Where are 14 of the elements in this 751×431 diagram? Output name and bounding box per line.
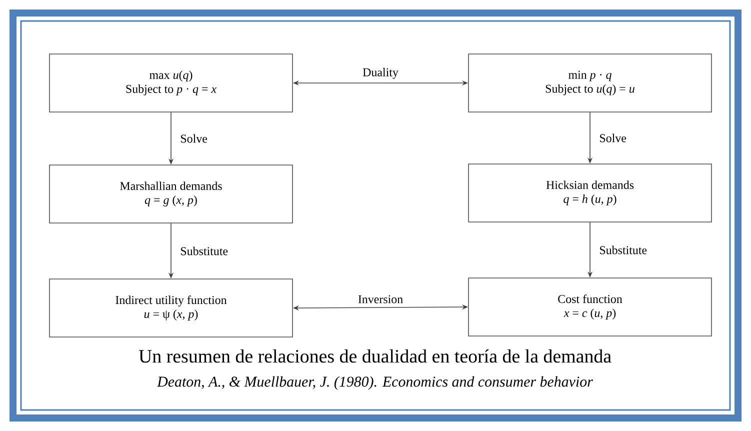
edge-label: Duality <box>362 68 398 79</box>
citation: Deaton, A., & Muellbauer, J. (1980). Economics and consumer behavior <box>156 376 593 390</box>
process-box: Cost function x = c (u, p) <box>468 278 712 336</box>
edge-label: Substitute <box>600 246 647 254</box>
edge-label: Solve <box>600 134 626 142</box>
caption: Un resumen de relaciones de dualidad en teoría de la demanda <box>138 349 612 363</box>
edge-label: Solve <box>181 134 208 143</box>
process-box: max u(q) Subject to p · q = x <box>49 54 293 112</box>
edge-label: Inversion <box>358 295 403 304</box>
process-box: Hicksian demands q = h (u, p) <box>468 164 712 222</box>
process-box: Marshallian demands q = g (x, p) <box>49 164 293 224</box>
edge-label: Substitute <box>181 246 228 256</box>
process-box: Indirect utility function u = ψ (x, p) <box>49 278 293 338</box>
process-box: min p · q Subject to u(q) = u <box>468 54 712 112</box>
